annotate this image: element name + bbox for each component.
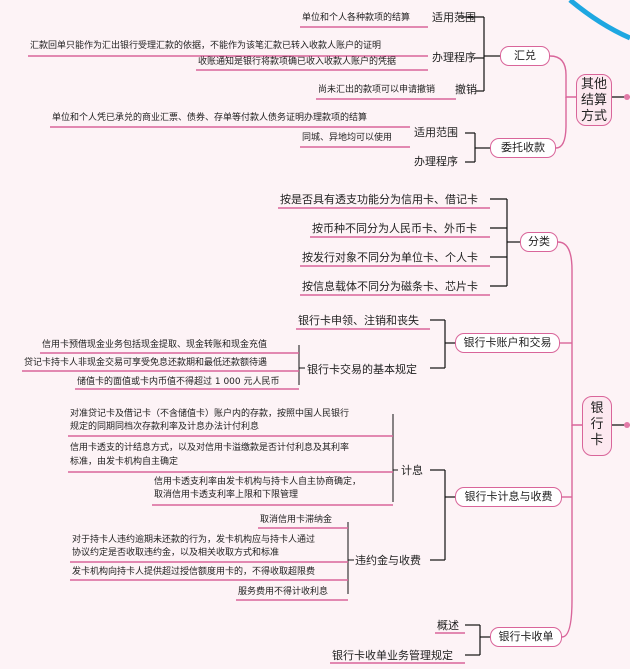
account-item-2: 银行卡交易的基本规定 [307,363,417,376]
huidui-proc-text-1: 汇款回单只能作为汇出银行受理汇款的依据，不能作为该笔汇款已转入收款人账户的证明 [30,41,382,51]
interest-calc-1-line-2: 规定的同期同档次存款利率及计息办法计付利息 [70,422,260,432]
huidui-scope-text: 单位和个人各种款项的结算 [302,13,411,23]
account-text-1: 信用卡预借现金业务包括现金提取、现金转账和现金充值 [42,340,268,350]
weituo-proc-label: 办理程序 [414,155,458,168]
connector-dot [624,422,630,428]
node-acquire-label: 银行卡收单 [498,630,554,643]
interest-fee-3: 发卡机构向持卡人提供超过授信额度用卡的，不得收取超限费 [72,567,316,577]
account-text-3: 储值卡的面值或卡内币值不得超过 1 000 元人民币 [77,377,280,387]
weituo-scope-text-2: 同城、异地均可以使用 [302,133,393,143]
node-classify-label: 分类 [528,235,550,248]
node-other-settlement-label: 其他结算方式 [580,77,607,124]
interest-fee-2-line-2: 协议约定是否收取违约金，以及相关收取方式和标准 [72,548,280,558]
classify-item-2: 按币种不同分为人民币卡、外币卡 [312,222,477,235]
acquire-item-1: 概述 [437,619,459,632]
classify-item-3: 按发行对象不同分为单位卡、个人卡 [302,251,478,264]
acquire-item-2: 银行卡收单业务管理规定 [332,649,453,662]
interest-calc-3-line-1: 信用卡透支利率由发卡机构与持卡人自主协商确定， [154,477,362,487]
interest-calc-label: 计息 [401,464,423,477]
interest-fee-4: 服务费用不得计收利息 [238,587,329,597]
node-bank-card-label: 银行卡 [590,401,604,448]
connector-dot [624,94,630,100]
classify-item-4: 按信息载体不同分为磁条卡、芯片卡 [302,280,478,293]
interest-calc-2-line-1: 信用卡透支的计结息方式，以及对信用卡溢缴款是否计付利息及其利率 [70,443,350,453]
classify-item-1: 按是否具有透支功能分为信用卡、借记卡 [280,193,478,206]
node-weituo: 委托收款 [490,138,556,158]
node-huidui: 汇兑 [500,46,550,66]
interest-fee-2-line-1: 对于持卡人违约逾期未还款的行为，发卡机构应与持卡人通过 [72,535,316,545]
node-interest-fee-label: 银行卡计息与收费 [464,490,553,503]
huidui-cancel-label: 撤销 [455,83,477,96]
node-bank-card: 银行卡 [582,396,612,456]
weituo-scope-label: 适用范围 [414,126,458,139]
node-classify: 分类 [520,232,558,252]
interest-calc-3-line-2: 取消信用卡透支利率上限和下限管理 [154,490,299,500]
node-acquire: 银行卡收单 [490,627,562,647]
node-other-settlement: 其他结算方式 [576,74,612,126]
interest-fee-1: 取消信用卡滞纳金 [260,515,333,525]
interest-fee-label: 违约金与收费 [355,554,421,567]
account-item-1: 银行卡申领、注销和丧失 [298,314,419,327]
huidui-proc-text-2: 收账通知是银行将款项确已收入收款人账户的凭据 [198,57,397,67]
node-weituo-label: 委托收款 [501,141,545,154]
account-text-2: 贷记卡持卡人非现金交易可享受免息还款期和最低还款额待遇 [24,358,268,368]
huidui-proc-label: 办理程序 [432,51,476,64]
node-account-trade: 银行卡账户和交易 [455,333,560,353]
huidui-scope-label: 适用范围 [432,11,476,24]
node-huidui-label: 汇兑 [514,49,536,62]
weituo-scope-text-1: 单位和个人凭已承兑的商业汇票、债券、存单等付款人债务证明办理款项的结算 [52,113,368,123]
interest-calc-1-line-1: 对准贷记卡及借记卡（不含储值卡）账户内的存款，按照中国人民银行 [70,409,350,419]
node-account-trade-label: 银行卡账户和交易 [463,336,552,349]
interest-calc-2-line-2: 标准，由发卡机构自主确定 [70,457,179,467]
node-interest-fee: 银行卡计息与收费 [455,487,562,507]
huidui-cancel-text: 尚未汇出的款项可以申请撤销 [318,85,436,95]
